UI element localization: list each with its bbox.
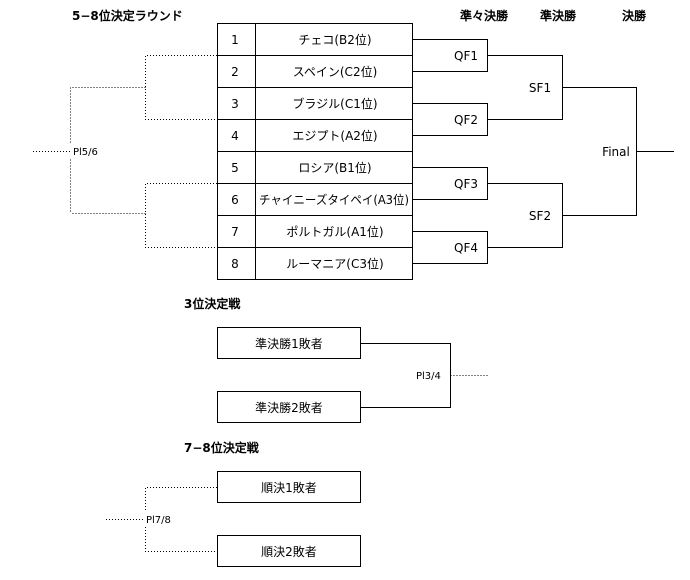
sf1-label: SF1: [529, 81, 551, 95]
main-bracket: QF1 QF2 QF3 QF4 SF1 SF2 Final: [412, 39, 674, 264]
sf2-label: SF2: [529, 209, 551, 223]
final-header: 決勝: [622, 8, 647, 23]
seventh-place-bracket: [145, 487, 217, 552]
team-name: ロシア(B1位): [298, 160, 371, 175]
pl78-label: Pl7/8: [146, 515, 171, 526]
qf4-label: QF4: [454, 241, 478, 255]
seventh-place-section: 7−8位決定戦 順決1敗者 順決2敗者 Pl7/8: [106, 440, 361, 567]
seventh-place-entrant-2: 順決2敗者: [261, 544, 317, 559]
final-label-bg: [598, 144, 634, 159]
team-table: 1 チェコ(B2位) 2 スペイン(C2位) 3 ブラジル(C1位) 4 エジプ…: [217, 23, 413, 280]
qf2-label-bg: [450, 112, 482, 127]
seventh-place-title: 7−8位決定戦: [184, 440, 260, 455]
team-seed: 3: [231, 97, 239, 111]
pl34-label: Pl3/4: [416, 371, 441, 382]
team-name: ルーマニア(C3位): [286, 256, 383, 271]
main-title: 5−8位決定ラウンド: [72, 8, 183, 23]
qf4-label-bg: [450, 240, 482, 255]
sf2-label-bg: [524, 208, 556, 223]
third-place-entrant-1: 準決勝1敗者: [255, 336, 323, 351]
team-name: ポルトガル(A1位): [286, 224, 383, 239]
pl56-label-bg: [70, 144, 106, 158]
third-place-box-1: [217, 327, 361, 359]
team-seed: 4: [231, 129, 239, 143]
sf-header: 準決勝: [540, 8, 577, 23]
final-label: Final: [602, 145, 630, 159]
team-name: スペイン(C2位): [293, 64, 378, 79]
team-seed: 1: [231, 33, 239, 47]
seventh-place-box-2: [217, 535, 361, 567]
qf1-label-bg: [450, 48, 482, 63]
sf1-label-bg: [524, 80, 556, 95]
consolation-bracket-top-pair: [145, 55, 217, 120]
consolation-bracket-bottom-pair: [145, 183, 217, 248]
pl34-label-bg: [414, 368, 448, 382]
team-seed: 2: [231, 65, 239, 79]
team-name: チャイニーズタイペイ(A3位): [259, 192, 409, 207]
pl56-label: Pl5/6: [73, 147, 98, 158]
seventh-place-box-1: [217, 471, 361, 503]
qf-header: 準々決勝: [460, 8, 509, 23]
team-seed: 5: [231, 161, 239, 175]
third-place-title: 3位決定戦: [184, 296, 241, 311]
qf3-label-bg: [450, 176, 482, 191]
qf2-label: QF2: [454, 113, 478, 127]
team-seed: 7: [231, 225, 239, 239]
team-name: ブラジル(C1位): [292, 96, 377, 111]
seventh-place-entrant-1: 順決1敗者: [261, 480, 317, 495]
team-seed: 8: [231, 257, 239, 271]
third-place-box-2: [217, 391, 361, 423]
pl56-bracket: Pl5/6: [33, 55, 217, 248]
team-seed: 6: [231, 193, 239, 207]
pl78-label-bg: [144, 512, 178, 526]
third-place-entrant-2: 準決勝2敗者: [255, 400, 323, 415]
team-name: エジプト(A2位): [292, 128, 377, 143]
team-name: チェコ(B2位): [298, 32, 371, 47]
qf1-label: QF1: [454, 49, 478, 63]
third-place-section: 3位決定戦 準決勝1敗者 準決勝2敗者 Pl3/4: [184, 296, 488, 423]
qf3-label: QF3: [454, 177, 478, 191]
